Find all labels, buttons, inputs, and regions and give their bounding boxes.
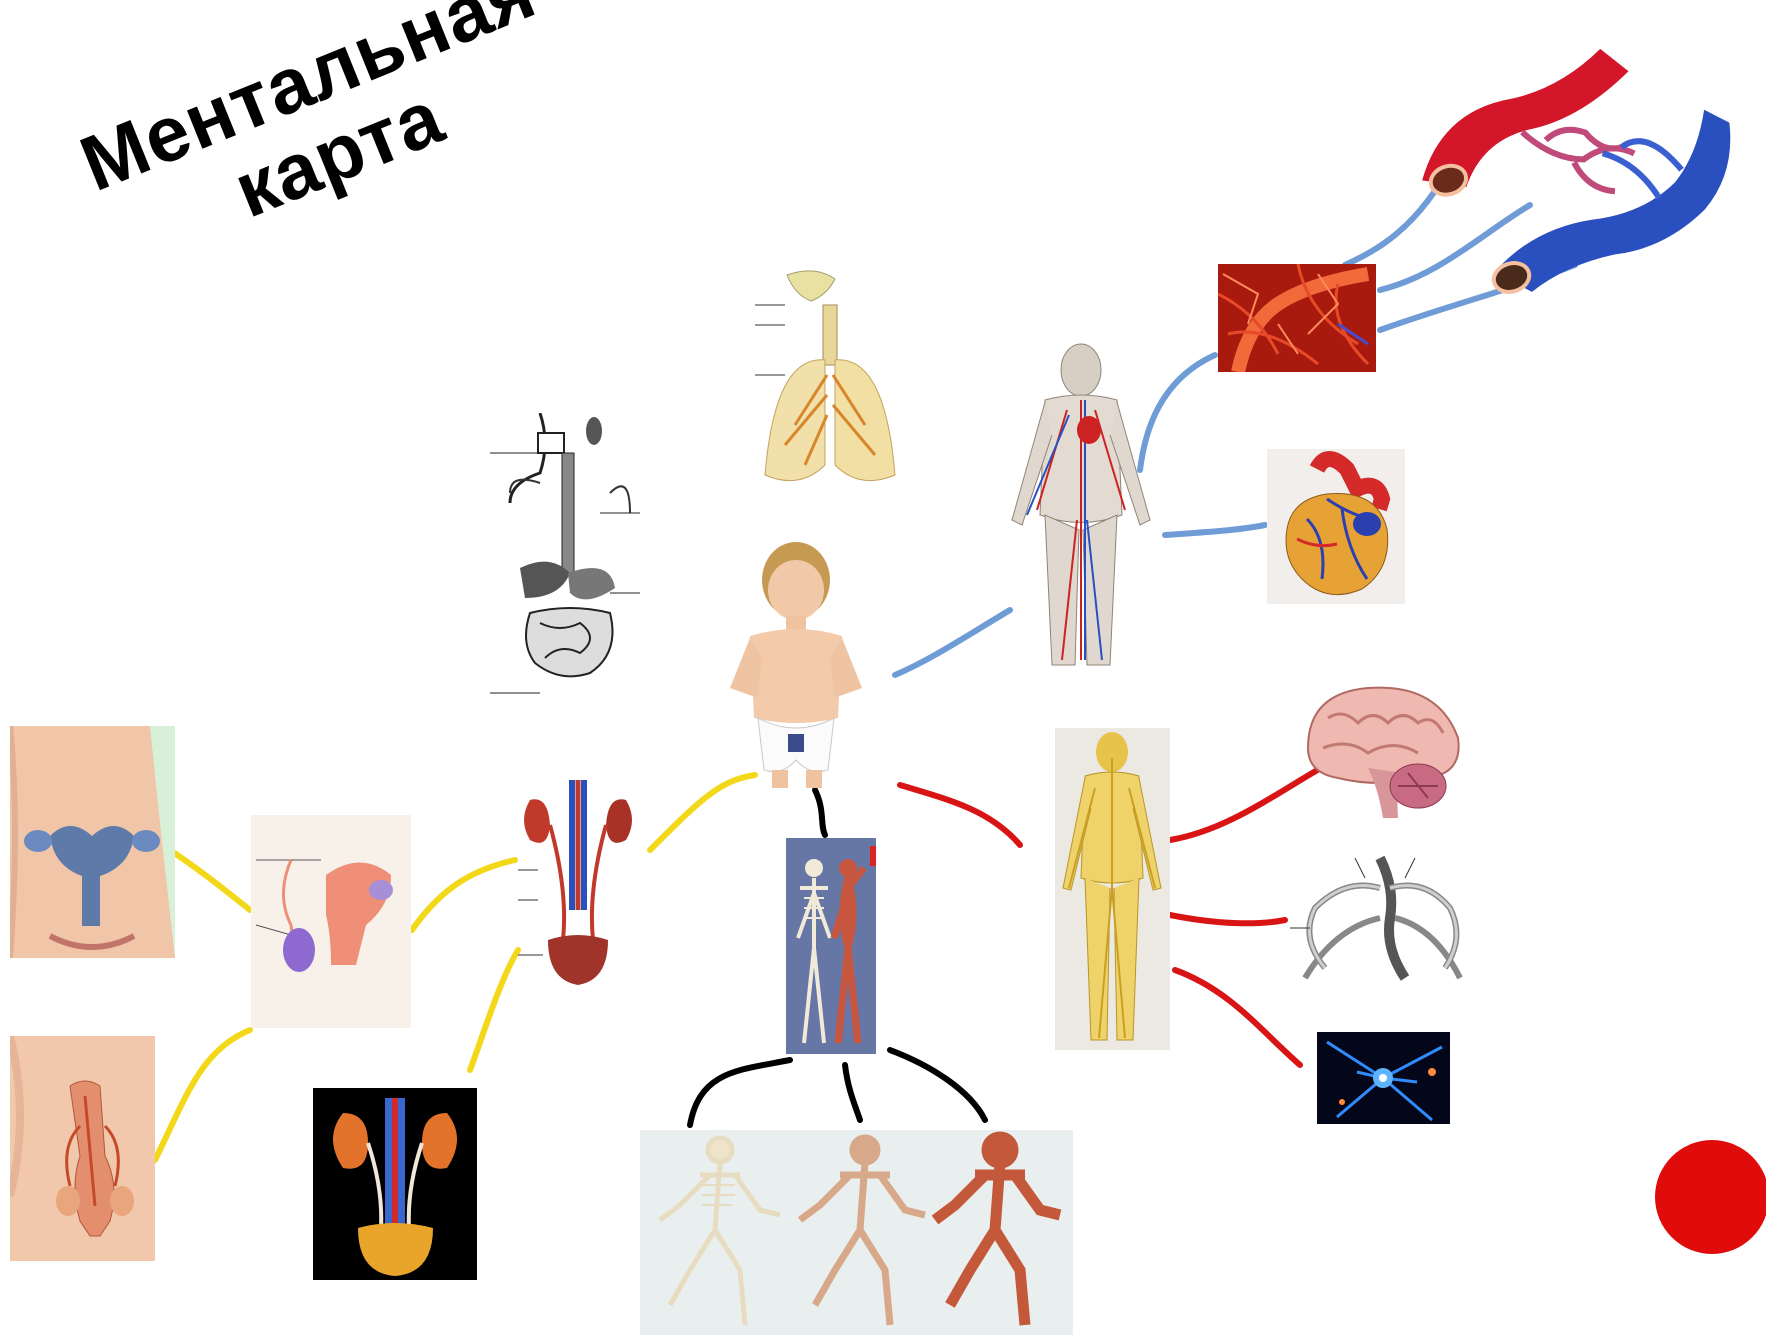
urinary-system-image: [518, 780, 638, 985]
brain-image: [1298, 678, 1468, 823]
heart-image: [1267, 449, 1405, 604]
circulatory-image: [997, 340, 1165, 680]
digestive-image: [490, 413, 650, 703]
male-reproductive-icon: [10, 1036, 155, 1261]
link-nervous-spinal: [1170, 915, 1285, 923]
link-ovaries-male: [155, 1030, 250, 1160]
brain-icon: [1298, 678, 1468, 823]
male-reproductive-image: [10, 1036, 155, 1261]
link-nervous-neuron: [1175, 970, 1300, 1065]
red-dot-marker: [1655, 1140, 1766, 1254]
nervous-system-icon: [1055, 728, 1170, 1050]
link-child-circulatory: [895, 610, 1010, 675]
female-reproductive-icon: [10, 726, 175, 958]
link-urinary-ovaries: [412, 860, 515, 930]
spinal-nerves-image: [1285, 848, 1475, 988]
spinal-nerves-icon: [1285, 848, 1475, 988]
kidneys-image: [313, 1088, 477, 1280]
link-circulatory-heart: [1165, 525, 1265, 535]
urinary-system-icon: [518, 780, 638, 985]
link-skeleton-stage-2: [845, 1065, 860, 1120]
link-child-nervous: [900, 785, 1020, 845]
heart-icon: [1267, 449, 1405, 604]
child-icon: [720, 538, 872, 788]
link-urinary-kidneys: [470, 950, 518, 1070]
skeleton-stages-image: [640, 1130, 1073, 1335]
link-ovaries-female: [170, 850, 250, 910]
neuron-icon: [1317, 1032, 1450, 1124]
link-skeleton-stage-3: [890, 1050, 985, 1120]
digestive-system-icon: [490, 413, 650, 703]
link-skeleton-stage-1: [690, 1060, 790, 1125]
skeleton-muscle-image: [786, 838, 876, 1054]
skeleton-muscle-icon: [786, 838, 876, 1054]
nervous-system-image: [1055, 728, 1170, 1050]
lungs-icon: [755, 265, 905, 490]
female-reproductive-image: [10, 726, 175, 958]
ovaries-image: [251, 815, 411, 1028]
ovaries-icon: [251, 815, 411, 1028]
child-image: [720, 538, 872, 788]
blood-vessels-image: [1410, 10, 1760, 350]
capillaries-image: [1218, 264, 1376, 372]
link-child-skeleton: [815, 790, 825, 835]
capillaries-icon: [1218, 264, 1376, 372]
lungs-image: [755, 265, 905, 490]
blood-vessels-icon: [1410, 10, 1760, 350]
neuron-image: [1317, 1032, 1450, 1124]
circulatory-system-icon: [997, 340, 1165, 680]
kidneys-icon: [313, 1088, 477, 1280]
skeleton-stages-icon: [640, 1130, 1073, 1335]
